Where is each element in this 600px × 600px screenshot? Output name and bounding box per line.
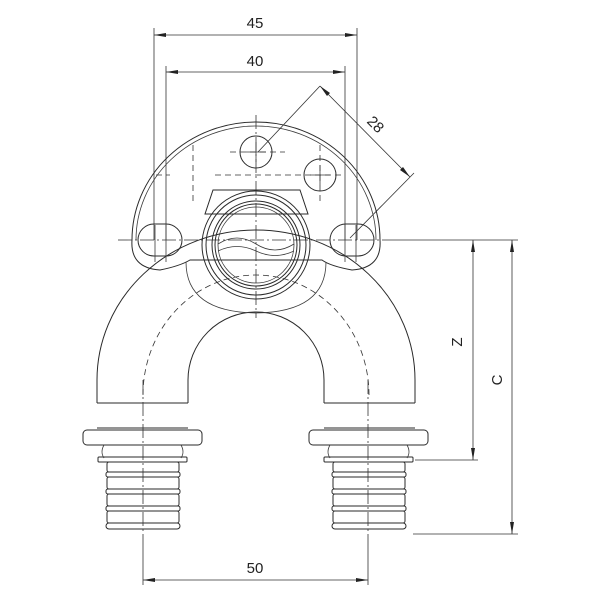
dimension-label-50: 50 <box>247 560 264 577</box>
dimension-label-z: Z <box>449 337 466 346</box>
dimension-label-c: C <box>489 374 506 385</box>
dimension-50: 50 <box>142 545 369 585</box>
dimension-28: 28 <box>257 85 415 239</box>
flange-left <box>82 429 203 446</box>
flange-right <box>308 429 429 446</box>
dimension-z: Z <box>395 239 518 461</box>
center-lines <box>118 115 395 545</box>
dimension-40: 40 <box>165 53 346 240</box>
dimension-c: C <box>413 240 518 535</box>
connector-left <box>82 429 203 530</box>
dimension-45: 45 <box>153 15 358 240</box>
dimension-label-40: 40 <box>247 53 264 70</box>
dimension-label-45: 45 <box>247 15 264 32</box>
mounting-slot-left <box>137 223 183 257</box>
connector-right <box>308 429 429 530</box>
